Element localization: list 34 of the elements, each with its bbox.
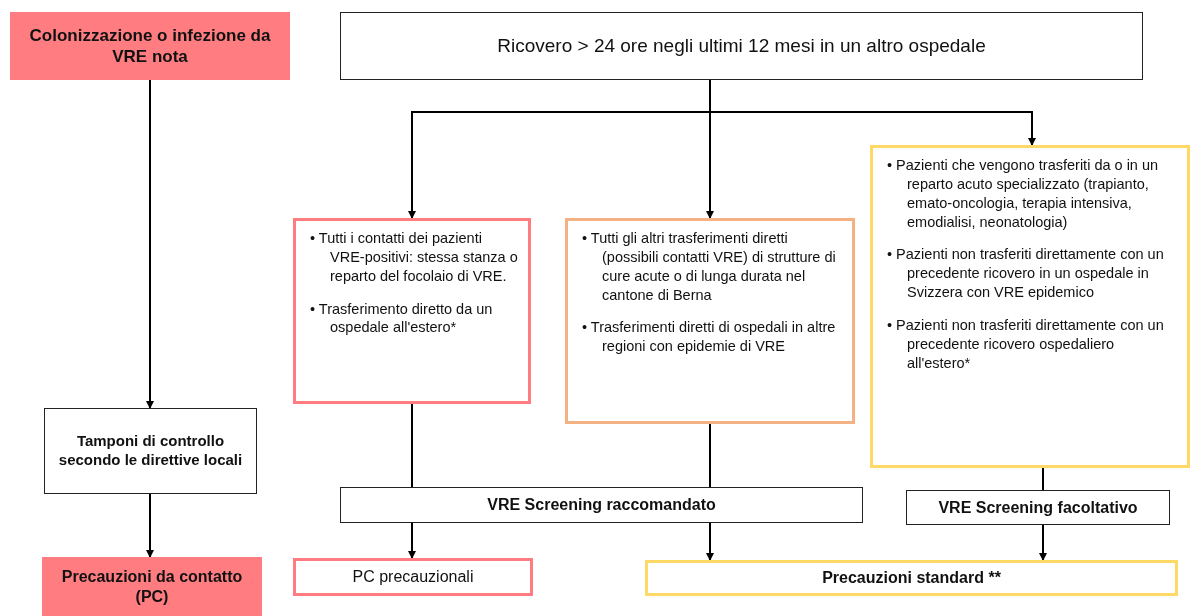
arrow (706, 522, 714, 561)
box-text: Ricovero > 24 ore negli ultimi 12 mesi in un altro ospedale (497, 34, 986, 58)
bullet-text: • Tutti i contatti dei pazienti VRE-positivi: stessa stanza o reparto del focolaio di VRE. (309, 229, 519, 286)
outcome-box (293, 558, 533, 596)
bullet-text: • Pazienti che vengono trasferiti da o in un reparto acuto specializzato (trapianto, emato-oncologia, terapia intensiva, emodialisi, neonatologia) (886, 156, 1160, 232)
bullet-text: • Trasferimenti diretti di ospedali in altre regioni con epidemie di VRE (581, 318, 837, 357)
criteria-box (870, 145, 1190, 468)
connector-line (1042, 467, 1044, 491)
process-box (44, 408, 257, 494)
box-text: PC precauzionali (352, 567, 474, 587)
box-text: Tamponi di controllo secondo le direttive locali (57, 432, 244, 470)
outcome-box (645, 560, 1178, 596)
process-box (906, 490, 1170, 525)
box-text: VRE Screening facoltativo (938, 497, 1138, 518)
highlight-box (10, 12, 290, 80)
process-box (340, 487, 863, 523)
box-text: Precauzioni da contatto (PC) (60, 566, 244, 607)
connector-line (411, 403, 413, 488)
box-text: VRE Screening raccomandato (487, 495, 716, 515)
criteria-box (293, 218, 531, 404)
bullet-text: • Pazienti non trasferiti direttamente con un precedente ricovero in un ospedale in Svizzera con VRE epidemico (886, 245, 1165, 302)
highlight-box (42, 557, 262, 616)
bullet-text: • Trasferimento diretto da un ospedale all'estero* (309, 299, 494, 338)
box-text: Precauzioni standard ** (822, 568, 1001, 588)
arrow (146, 493, 154, 558)
bullet-text: • Pazienti non trasferiti direttamente con un precedente ricovero ospedaliero all'estero* (886, 315, 1165, 373)
arrow (1039, 524, 1047, 561)
process-box (340, 12, 1143, 80)
criteria-box (565, 218, 855, 424)
arrow (146, 79, 154, 409)
bullet-text: • Tutti gli altri trasferimenti diretti (possibili contatti VRE) di strutture di cure acute o di lunga durata nel cantone di Berna (581, 229, 837, 305)
connector-line (709, 423, 711, 488)
box-text: Colonizzazione o infezione da VRE nota (28, 24, 272, 68)
arrow (408, 522, 416, 559)
